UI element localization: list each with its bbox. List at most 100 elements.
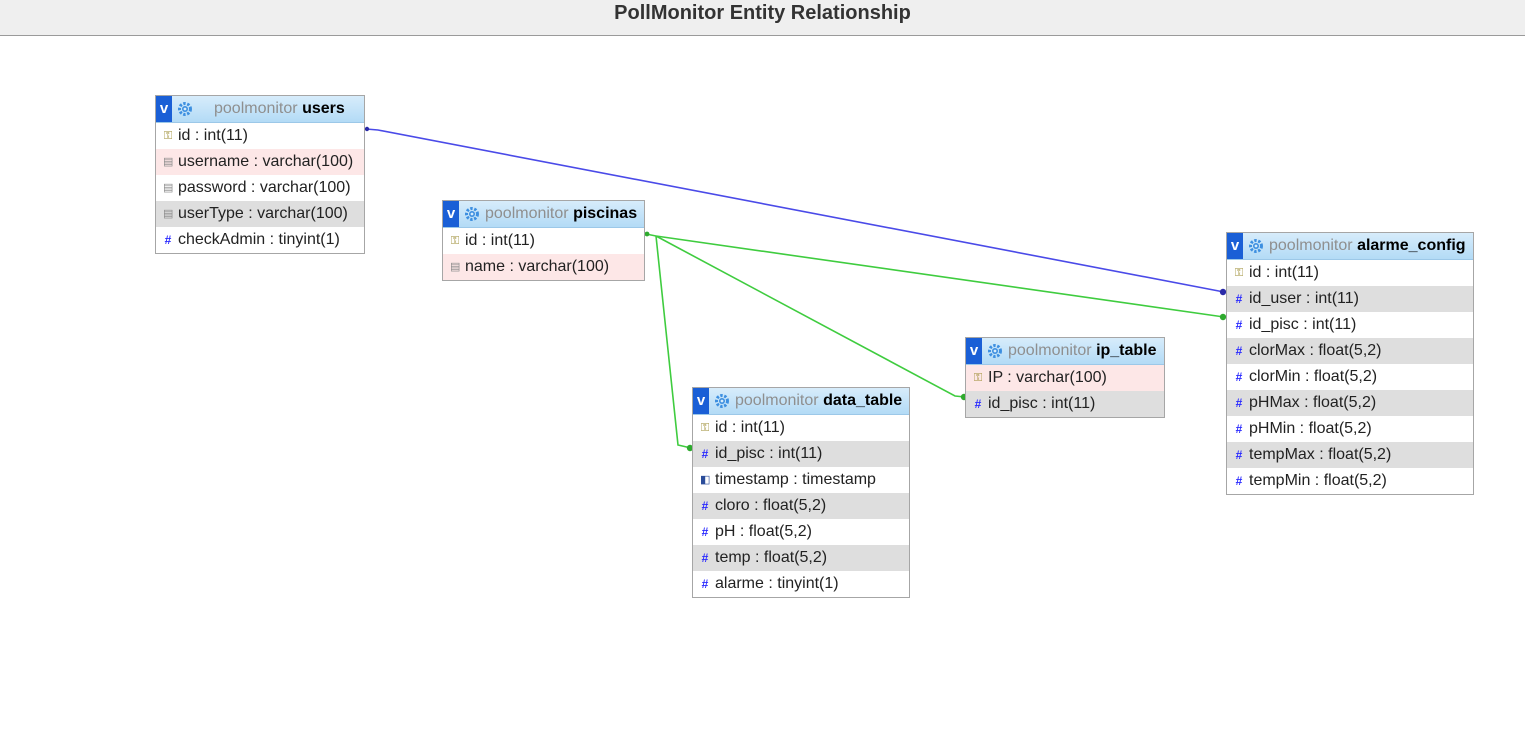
column-name: id <box>715 419 728 436</box>
gear-icon[interactable] <box>714 393 730 409</box>
column-row[interactable]: ◧timestamp : timestamp <box>693 467 909 493</box>
table-users[interactable]: v poolmonitor users ⚿id : int(11) ▤usern… <box>155 95 365 254</box>
column-row[interactable]: #tempMin : float(5,2) <box>1227 468 1473 494</box>
number-icon: # <box>1235 448 1243 462</box>
gear-icon[interactable] <box>1248 238 1264 254</box>
gear-icon[interactable] <box>177 101 193 117</box>
column-name: id_pisc <box>1249 316 1299 333</box>
table-title: poolmonitor ip_table <box>1008 338 1157 364</box>
column-type: float(5,2) <box>1323 472 1387 489</box>
column-name: IP <box>988 369 1003 386</box>
text-icon: ▤ <box>450 261 461 273</box>
number-icon: # <box>1235 370 1243 384</box>
table-header[interactable]: v poolmonitor users <box>156 96 364 123</box>
column-row[interactable]: #checkAdmin : tinyint(1) <box>156 227 364 253</box>
column-row[interactable]: #cloro : float(5,2) <box>693 493 909 519</box>
database-name: poolmonitor <box>214 100 298 117</box>
toggle-button[interactable]: v <box>966 338 982 364</box>
column-name: username <box>178 153 250 170</box>
column-type: int(11) <box>203 127 248 144</box>
number-icon: # <box>164 233 172 247</box>
table-header[interactable]: v poolmonitor alarme_config <box>1227 233 1473 260</box>
column-type: float(5,2) <box>763 497 827 514</box>
column-type: float(5,2) <box>763 549 828 566</box>
number-icon: # <box>1235 396 1243 410</box>
text-icon: ▤ <box>163 182 174 194</box>
column-row[interactable]: ⚿id : int(11) <box>443 228 644 254</box>
column-type: float(5,2) <box>1318 342 1382 359</box>
table-header[interactable]: v poolmonitor data_table <box>693 388 909 415</box>
number-icon: # <box>701 551 709 565</box>
toggle-button[interactable]: v <box>1227 233 1243 259</box>
column-row[interactable]: ▤username : varchar(100) <box>156 149 364 175</box>
table-title: poolmonitor users <box>214 96 345 122</box>
column-type: int(11) <box>490 232 535 249</box>
column-type: varchar(100) <box>262 153 354 170</box>
column-row[interactable]: #id_pisc : int(11) <box>1227 312 1473 338</box>
column-row[interactable]: #id_pisc : int(11) <box>966 391 1164 417</box>
column-name: checkAdmin <box>178 231 266 248</box>
relation-piscinas-endpoint <box>644 231 650 237</box>
table-piscinas[interactable]: v poolmonitor piscinas ⚿id : int(11) ▤ na… <box>442 200 645 281</box>
timestamp-icon: ◧ <box>700 474 711 486</box>
column-row[interactable]: ▤password : varchar(100) <box>156 175 364 201</box>
column-name: password <box>178 179 247 196</box>
table-alarme_config[interactable]: v poolmonitor alarme_config ⚿id : int(11… <box>1226 232 1474 495</box>
gear-icon[interactable] <box>987 343 1003 359</box>
column-row[interactable]: ▤userType : varchar(100) <box>156 201 364 227</box>
gear-icon[interactable] <box>464 206 480 222</box>
relation-users-alarme_config[interactable] <box>365 128 1225 293</box>
key-icon: ⚿ <box>700 422 710 434</box>
column-type: varchar(100) <box>1016 369 1107 386</box>
column-row[interactable]: ⚿id : int(11) <box>693 415 909 441</box>
key-icon: ⚿ <box>450 235 460 247</box>
toggle-button[interactable]: v <box>443 201 459 227</box>
column-name: tempMin <box>1249 472 1311 489</box>
table-name: piscinas <box>573 205 638 222</box>
column-name: id_pisc <box>715 445 765 462</box>
column-row[interactable]: #pH : float(5,2) <box>693 519 909 545</box>
number-icon: # <box>974 397 982 411</box>
number-icon: # <box>1235 474 1243 488</box>
column-row[interactable]: #alarme : tinyint(1) <box>693 571 909 597</box>
column-name: alarme <box>715 575 764 592</box>
column-name: id <box>1249 264 1262 281</box>
table-name: alarme_config <box>1357 237 1466 254</box>
column-name: tempMax <box>1249 446 1315 463</box>
column-row[interactable]: ▤name : varchar(100) <box>443 254 644 280</box>
relation-piscinas-ip_table[interactable] <box>655 235 966 398</box>
table-data_table[interactable]: v poolmonitor data_table ⚿id : int(11) #… <box>692 387 910 598</box>
table-header[interactable]: v poolmonitor piscinas <box>443 201 644 228</box>
relation-alarme_config-endpoint <box>1219 288 1227 296</box>
toggle-button[interactable]: v <box>156 96 172 122</box>
column-row[interactable]: #id_pisc : int(11) <box>693 441 909 467</box>
relation-data_table-endpoint <box>686 444 694 452</box>
column-row[interactable]: #pHMin : float(5,2) <box>1227 416 1473 442</box>
column-row[interactable]: #clorMin : float(5,2) <box>1227 364 1473 390</box>
page-title: PollMonitor Entity Relationship <box>0 0 1525 36</box>
column-name: userType <box>178 205 244 222</box>
column-row[interactable]: ⚿IP : varchar(100) <box>966 365 1164 391</box>
number-icon: # <box>1235 344 1243 358</box>
table-header[interactable]: v poolmonitor ip_table <box>966 338 1164 365</box>
table-title: poolmonitor piscinas <box>485 201 637 227</box>
column-row[interactable]: #pHMax : float(5,2) <box>1227 390 1473 416</box>
table-ip_table[interactable]: v poolmonitor ip_table ⚿IP : varchar(100… <box>965 337 1165 418</box>
table-name: users <box>302 100 345 117</box>
column-type: int(11) <box>778 445 823 462</box>
table-title: poolmonitor alarme_config <box>1269 233 1466 259</box>
column-name: id <box>178 127 191 144</box>
column-name: pHMin <box>1249 420 1296 437</box>
toggle-button[interactable]: v <box>693 388 709 414</box>
column-row[interactable]: #tempMax : float(5,2) <box>1227 442 1473 468</box>
relation-alarme_config-pisc-endpoint <box>1219 313 1227 321</box>
column-name: name <box>465 258 506 275</box>
key-icon: ⚿ <box>973 372 983 384</box>
column-row[interactable]: ⚿id : int(11) <box>156 123 364 149</box>
number-icon: # <box>1235 318 1243 332</box>
column-row[interactable]: #clorMax : float(5,2) <box>1227 338 1473 364</box>
column-row[interactable]: #id_user : int(11) <box>1227 286 1473 312</box>
column-row[interactable]: #temp : float(5,2) <box>693 545 909 571</box>
relation-piscinas-data_table[interactable] <box>655 235 692 449</box>
column-row[interactable]: ⚿id : int(11) <box>1227 260 1473 286</box>
